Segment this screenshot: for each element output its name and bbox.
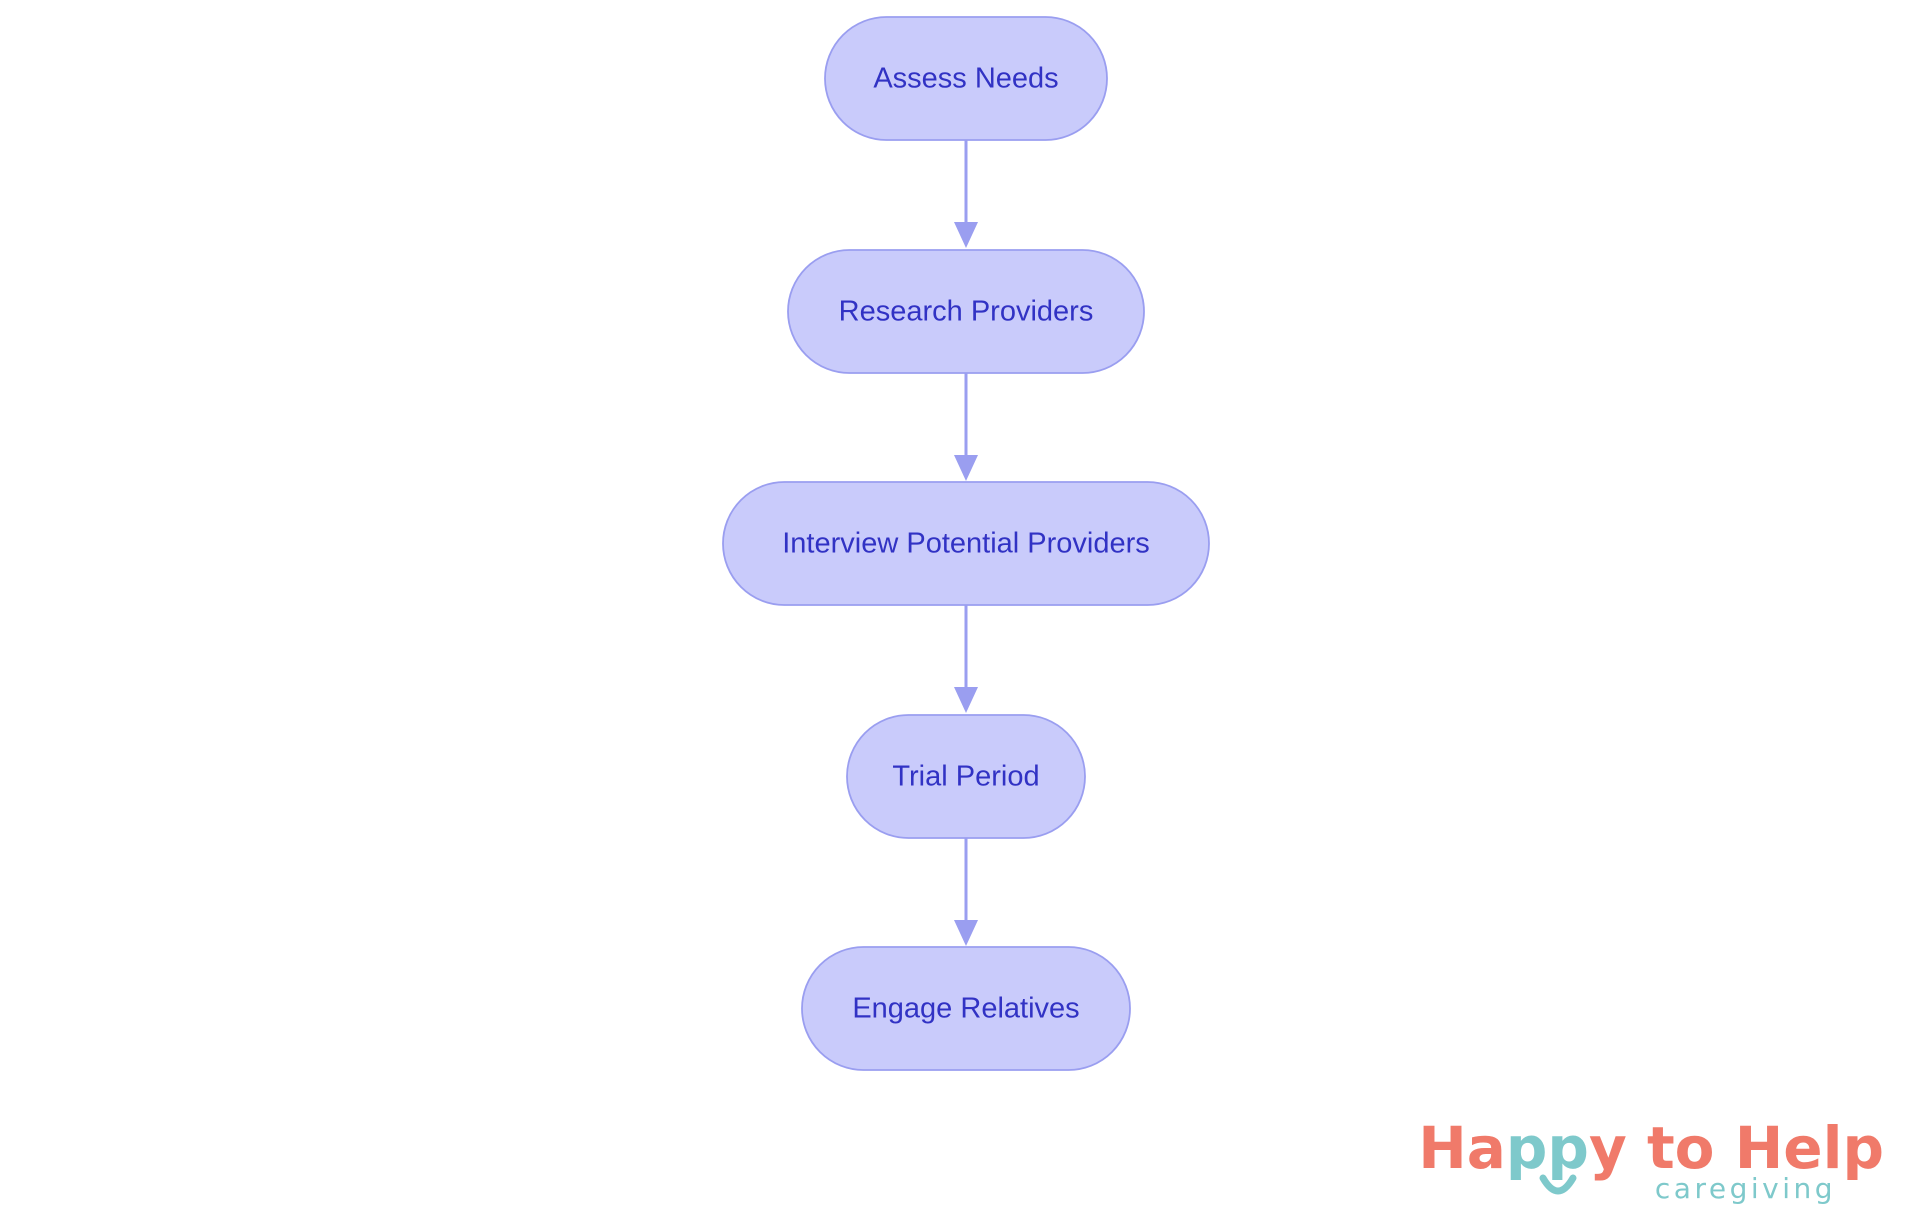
edge-research-to-interview bbox=[954, 373, 978, 481]
node-label: Assess Needs bbox=[873, 63, 1058, 95]
arrowhead-icon bbox=[954, 222, 978, 248]
node-label: Research Providers bbox=[839, 296, 1094, 328]
logo-tagline: caregiving bbox=[1655, 1172, 1836, 1205]
edge-interview-to-trial bbox=[954, 605, 978, 713]
node-label: Interview Potential Providers bbox=[782, 528, 1150, 560]
node-trial-period[interactable]: Trial Period bbox=[846, 714, 1086, 839]
node-research-providers[interactable]: Research Providers bbox=[787, 249, 1145, 374]
arrowhead-icon bbox=[954, 920, 978, 946]
smile-icon bbox=[1539, 1174, 1577, 1195]
node-label: Trial Period bbox=[892, 761, 1039, 793]
node-box bbox=[787, 249, 1145, 374]
node-box bbox=[846, 714, 1086, 839]
logo-wordmark: Happy to Help bbox=[1418, 1114, 1884, 1182]
node-label: Engage Relatives bbox=[852, 993, 1079, 1025]
node-engage-relatives[interactable]: Engage Relatives bbox=[801, 946, 1131, 1071]
node-box bbox=[722, 481, 1210, 606]
node-assess-needs[interactable]: Assess Needs bbox=[824, 16, 1108, 141]
node-box bbox=[801, 946, 1131, 1071]
edge-trial-to-engage bbox=[954, 838, 978, 946]
node-box bbox=[824, 16, 1108, 141]
edge-assess-to-research bbox=[954, 140, 978, 248]
brand-logo: Happy to Help caregiving bbox=[1418, 1114, 1884, 1205]
arrowhead-icon bbox=[954, 455, 978, 481]
node-interview-potential-providers[interactable]: Interview Potential Providers bbox=[722, 481, 1210, 606]
arrowhead-icon bbox=[954, 687, 978, 713]
